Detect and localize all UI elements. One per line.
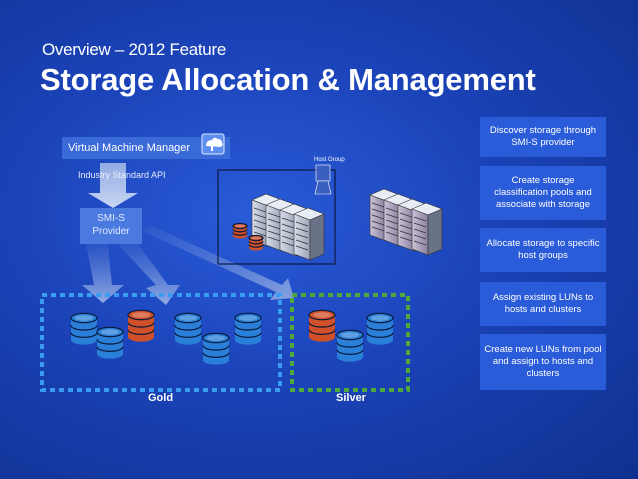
disk-icon — [308, 309, 336, 342]
disk-icon — [127, 309, 155, 342]
step-classify: Create storage classification pools and … — [480, 166, 606, 220]
disk-icon — [366, 312, 394, 345]
disk-icon — [96, 326, 124, 359]
host-group-box — [217, 169, 336, 265]
smis-label: SMI-S — [97, 213, 125, 224]
disk-icon — [336, 329, 364, 362]
vmm-label: Virtual Machine Manager — [68, 142, 191, 154]
server-icon — [293, 207, 325, 261]
disk-icon — [234, 312, 262, 345]
api-arrow — [88, 163, 138, 208]
api-label: Industry Standard API — [78, 170, 166, 180]
server-icon — [411, 202, 443, 256]
disk-icon — [232, 222, 248, 239]
provider-arrows — [82, 226, 294, 305]
provider-label: Provider — [92, 226, 130, 237]
gold-pool-label: Gold — [148, 392, 174, 404]
silver-pool-label: Silver — [336, 392, 366, 404]
subtitle: Overview – 2012 Feature — [42, 40, 226, 59]
disk-icon — [248, 234, 264, 251]
step-assign-luns: Assign existing LUNs to hosts and cluste… — [480, 282, 606, 326]
smis-provider-box: SMI-S Provider — [80, 208, 142, 244]
vmm-box: Virtual Machine Manager — [62, 137, 230, 159]
step-discover: Discover storage through SMI-S provider — [480, 117, 606, 157]
disk-icon — [202, 332, 230, 365]
silver-pool-border — [290, 293, 410, 392]
disk-icon — [70, 312, 98, 345]
gold-pool-border — [40, 293, 282, 392]
step-allocate: Allocate storage to specific host groups — [480, 228, 606, 272]
step-create-luns: Create new LUNs from pool and assign to … — [480, 334, 606, 390]
host-group-icon — [314, 164, 332, 195]
host-group-label: Host Group — [314, 157, 345, 163]
page-title: Storage Allocation & Management — [40, 62, 536, 97]
disk-icon — [174, 312, 202, 345]
